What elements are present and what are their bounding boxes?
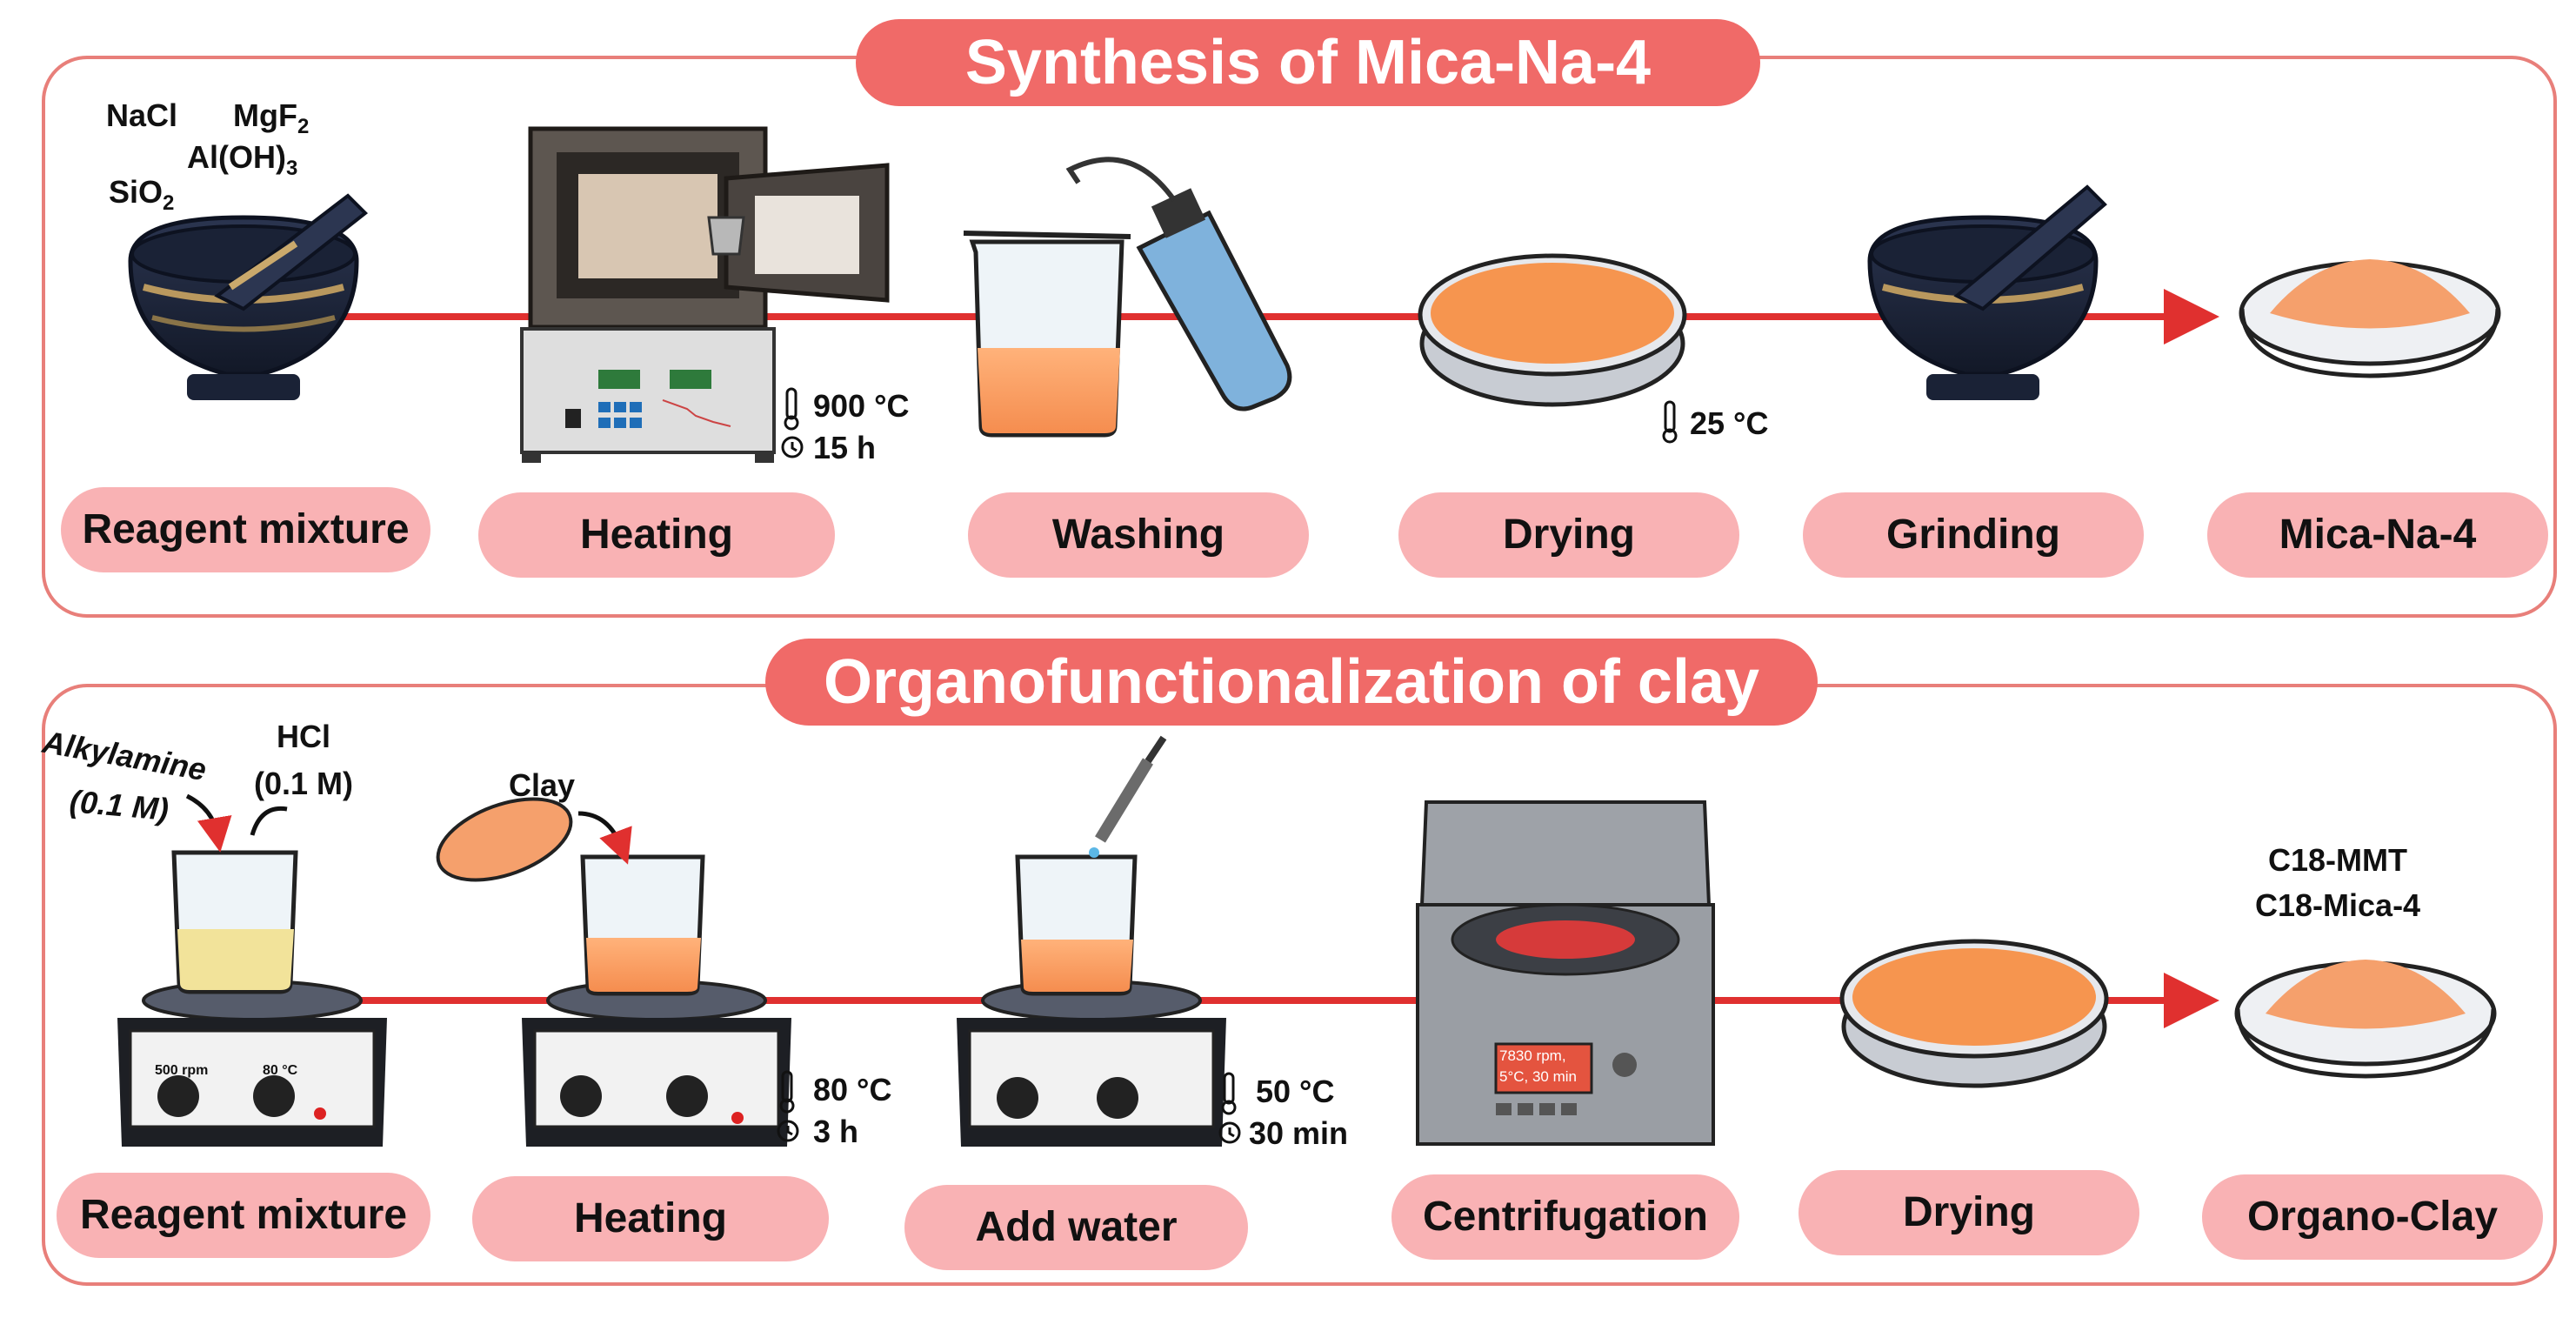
step-mica-na-4: Mica-Na-4 <box>2207 492 2548 578</box>
hot-plate-icon <box>117 980 387 1147</box>
furnace-icon <box>520 126 890 463</box>
clay-dish-icon <box>436 797 573 882</box>
curved-arrow-icon <box>577 811 632 865</box>
reagent-hcl-conc: (0.1 M) <box>254 766 354 801</box>
hot-plate-icon <box>957 980 1226 1147</box>
step-add-water: Add water <box>904 1185 1248 1270</box>
clock-icon <box>1218 1121 1241 1144</box>
reagent-nacl: NaCl <box>106 97 178 133</box>
heating-temperature: 900 °C <box>813 388 910 424</box>
product-c18-mica-4: C18-Mica-4 <box>2255 887 2421 923</box>
reagent-sio2: SiO2 <box>109 174 175 216</box>
drying-temperature: 25 °C <box>1690 405 1769 441</box>
pipette-icon <box>1089 735 1167 858</box>
beaker-icon <box>580 854 705 996</box>
stirrer-temp: 80 °C <box>263 1063 298 1078</box>
step-organo-clay: Organo-Clay <box>2202 1174 2543 1260</box>
beaker-icon <box>171 850 298 994</box>
curved-arrow-icon <box>250 806 288 836</box>
centrifuge-display-line2: 5°C, 30 min <box>1499 1068 1578 1085</box>
reagent-clay: Clay <box>509 767 576 803</box>
hot-plate-icon <box>522 980 791 1147</box>
mortar-pestle-icon <box>128 193 369 400</box>
step-heating: Heating <box>472 1176 829 1261</box>
thermometer-icon <box>779 1070 795 1114</box>
curved-arrow-icon <box>185 793 232 853</box>
thermometer-icon <box>1662 400 1678 444</box>
reagent-mgf2: MgF2 <box>233 97 310 139</box>
petri-dish-icon <box>1839 939 2109 1088</box>
step-washing: Washing <box>968 492 1309 578</box>
product-dish-icon <box>2234 960 2497 1079</box>
thermometer-icon <box>784 387 799 431</box>
step-heating: Heating <box>478 492 835 578</box>
wash-bottle-icon <box>1065 157 1292 411</box>
beaker-icon <box>1015 854 1138 996</box>
clock-icon <box>781 436 804 458</box>
organofunctionalization-title: Organofunctionalization of clay <box>765 639 1818 726</box>
thermometer-icon <box>1221 1072 1237 1115</box>
heating-time: 3 h <box>813 1114 859 1149</box>
water-temperature: 50 °C <box>1256 1074 1335 1109</box>
reagent-hcl: HCl <box>277 719 330 754</box>
step-centrifugation: Centrifugation <box>1391 1174 1739 1260</box>
petri-dish-icon <box>1418 253 1687 407</box>
organofunctionalization-panel <box>42 684 2557 1286</box>
heating-temperature: 80 °C <box>813 1072 892 1107</box>
reagent-aloh3: Al(OH)3 <box>187 139 298 181</box>
step-drying: Drying <box>1799 1170 2139 1255</box>
step-reagent-mixture: Reagent mixture <box>61 487 430 572</box>
mortar-pestle-icon <box>1867 184 2107 400</box>
synthesis-title: Synthesis of Mica-Na-4 <box>856 19 1760 106</box>
centrifuge-display-line1: 7830 rpm, <box>1499 1047 1566 1064</box>
heating-time: 15 h <box>813 430 877 465</box>
step-reagent-mixture: Reagent mixture <box>57 1173 430 1258</box>
stirrer-speed: 500 rpm <box>155 1063 209 1078</box>
beaker-icon <box>963 231 1131 438</box>
step-drying: Drying <box>1398 492 1739 578</box>
clock-icon <box>777 1120 799 1142</box>
product-c18-mmt: C18-MMT <box>2268 842 2407 878</box>
step-grinding: Grinding <box>1803 492 2144 578</box>
product-dish-icon <box>2239 259 2501 378</box>
centrifuge-icon <box>1416 800 1715 1146</box>
water-time: 30 min <box>1249 1115 1349 1151</box>
